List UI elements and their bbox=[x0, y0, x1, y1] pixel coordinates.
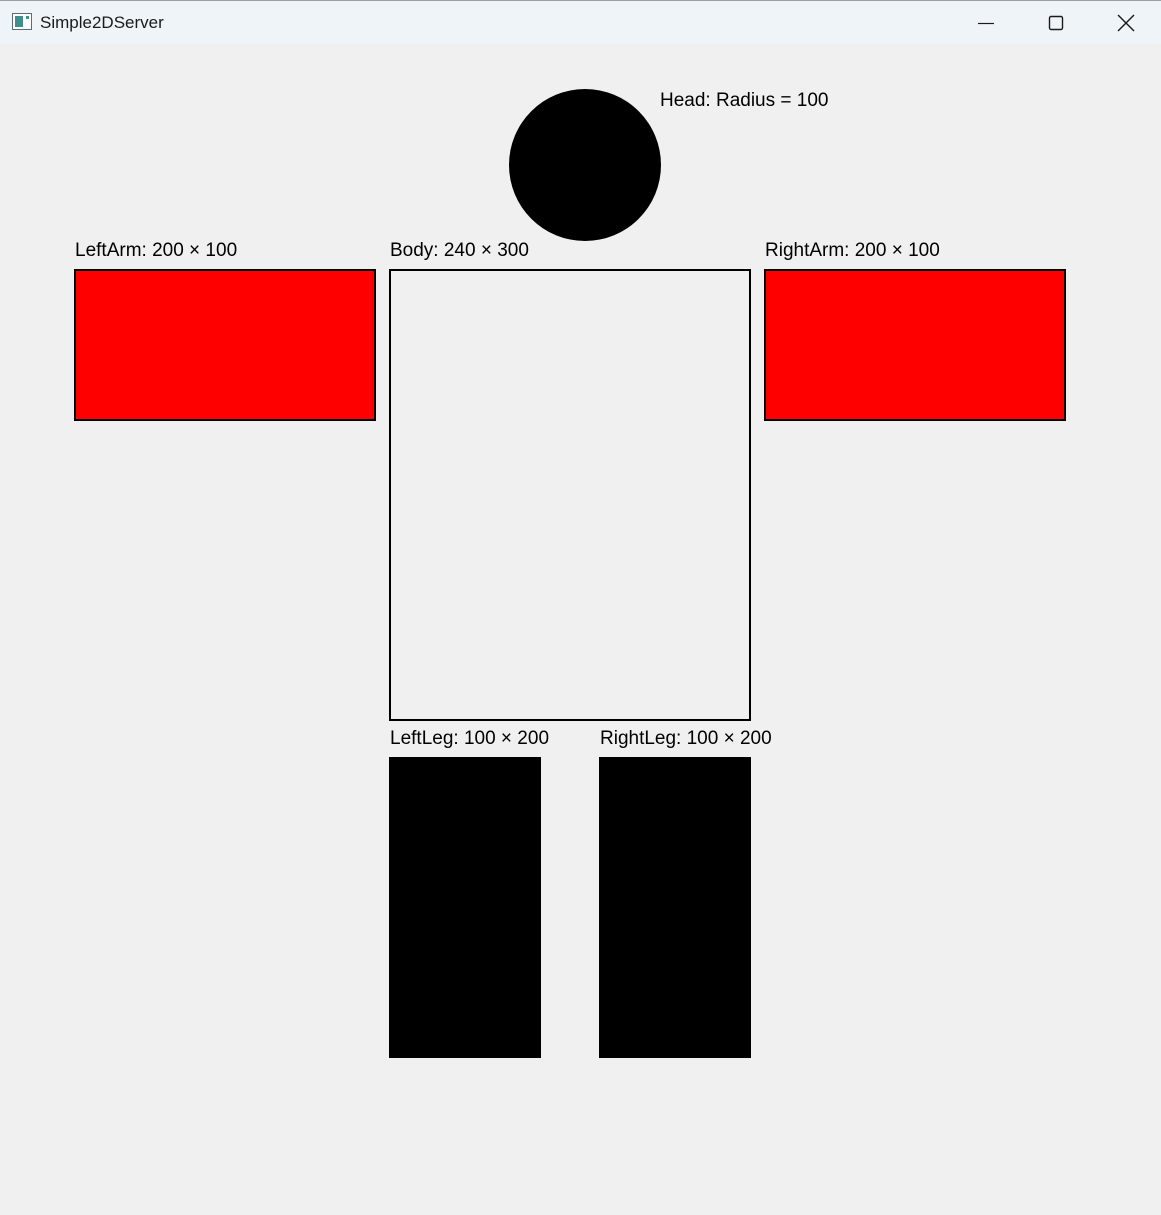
left-arm-rect bbox=[74, 269, 376, 421]
maximize-button[interactable] bbox=[1021, 1, 1091, 45]
right-arm-label: RightArm: 200 × 100 bbox=[765, 240, 940, 261]
body-rect bbox=[389, 269, 751, 721]
left-arm-label: LeftArm: 200 × 100 bbox=[75, 240, 238, 261]
window-title: Simple2DServer bbox=[40, 13, 164, 32]
title-bar[interactable]: Simple2DServer bbox=[0, 0, 1161, 44]
body-label: Body: 240 × 300 bbox=[390, 240, 529, 261]
close-icon bbox=[1117, 14, 1135, 32]
close-button[interactable] bbox=[1091, 1, 1161, 45]
right-leg-rect bbox=[599, 757, 751, 1058]
head-circle bbox=[509, 89, 661, 241]
left-leg-label: LeftLeg: 100 × 200 bbox=[390, 728, 550, 749]
right-leg-label: RightLeg: 100 × 200 bbox=[600, 728, 772, 749]
app-icon[interactable] bbox=[12, 13, 32, 30]
head-label: Head: Radius = 100 bbox=[660, 90, 829, 111]
app-icon-dot bbox=[26, 16, 29, 19]
maximize-icon bbox=[1048, 15, 1064, 31]
app-icon-pane bbox=[15, 16, 23, 27]
minimize-icon bbox=[978, 22, 994, 25]
left-leg-rect bbox=[389, 757, 541, 1058]
drawing-canvas: Head: Radius = 100 LeftArm: 200 × 100 Bo… bbox=[0, 44, 1161, 1215]
right-arm-rect bbox=[764, 269, 1066, 421]
minimize-button[interactable] bbox=[951, 1, 1021, 45]
